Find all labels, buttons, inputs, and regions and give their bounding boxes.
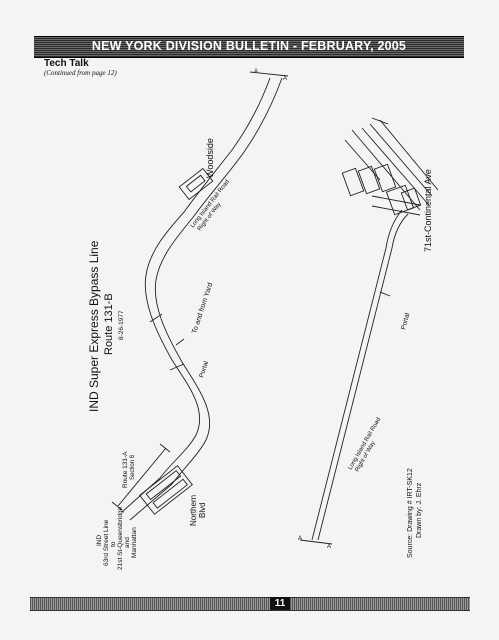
label-woodside: Woodside xyxy=(205,138,215,178)
label-continental: 71st-Continental Ave xyxy=(423,169,433,252)
label-ind-6: Manhattan xyxy=(131,527,138,558)
label-ind-4: 21st St-Queensbridge xyxy=(117,506,124,570)
diagram-route: Route 131-B xyxy=(103,293,115,355)
label-route-section-2: Section 8 xyxy=(130,454,136,480)
marker-a-top: A xyxy=(254,69,258,75)
label-northern-blvd-2: Blvd xyxy=(198,502,207,518)
header-bar: NEW YORK DIVISION BULLETIN - FEBRUARY, 2… xyxy=(34,36,464,58)
header-title: NEW YORK DIVISION BULLETIN - FEBRUARY, 2… xyxy=(91,39,407,53)
label-to-from-yard: To and from Yard xyxy=(191,282,214,335)
label-portal-right: Portal xyxy=(400,312,411,331)
marker-a-bottom-2: A xyxy=(327,544,331,550)
diagram-date: 8-26-1977 xyxy=(118,310,125,340)
label-ind-3: to xyxy=(110,541,117,547)
right-route-tracks xyxy=(299,117,439,545)
section-title: Tech Talk xyxy=(44,58,89,69)
diagram-title: IND Super Express Bypass Line xyxy=(87,240,101,412)
label-northern-blvd-1: Northern xyxy=(189,495,198,526)
left-route-tracks xyxy=(111,71,289,521)
label-route-section-1: Route 131-A xyxy=(122,451,129,488)
label-source-2: Drawn by: J. Ehrz xyxy=(416,482,423,538)
label-source-1: Source: Drawing # IRT-SK12 xyxy=(407,468,414,558)
label-lirr-upper: Long Island Rail Road xyxy=(190,179,231,229)
label-ind-5: and xyxy=(124,537,131,548)
marker-a-bottom: A xyxy=(298,536,302,542)
marker-a-top-2: A xyxy=(283,76,287,82)
page-number: 11 xyxy=(270,597,290,610)
label-portal-left: Portal xyxy=(198,360,210,379)
footer-bar: 11 xyxy=(30,597,470,611)
label-ind-2: 63rd Street Line xyxy=(103,519,110,566)
continued-note: (Continued from page 12) xyxy=(44,69,117,77)
label-ind-1: IND xyxy=(96,535,103,547)
